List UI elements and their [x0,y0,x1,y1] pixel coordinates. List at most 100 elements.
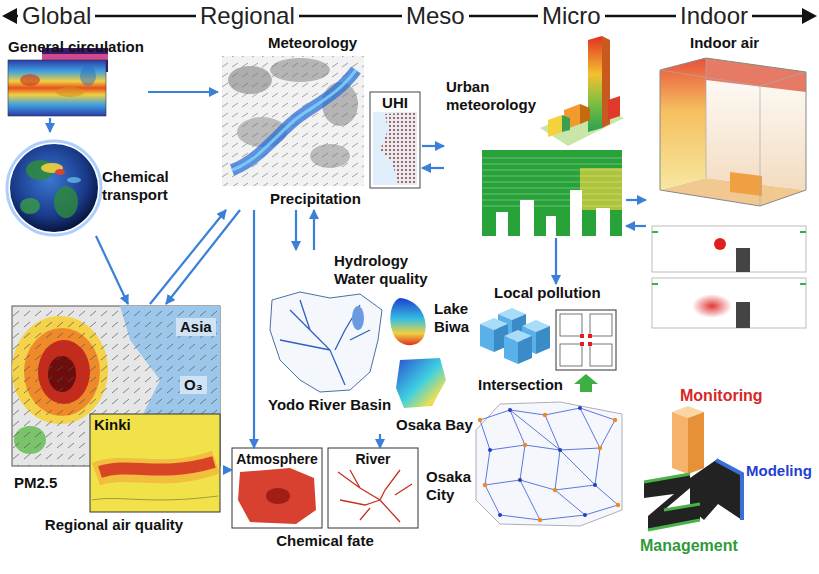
flow-arrow [626,199,646,201]
indoor-room [660,58,806,206]
basin-map [270,292,382,392]
indoor-dispersion [652,232,806,284]
intersection-plan [588,334,592,338]
meteorology-map [222,56,364,186]
indoor-room [660,58,806,206]
road-network [523,443,527,447]
road-network [508,408,512,412]
intersection-plan [560,344,582,366]
flow-arrow [422,167,444,169]
urban-flow-field [570,190,582,236]
scale-label: Global [18,1,95,30]
road-network [476,402,622,526]
scale-axis [802,8,817,24]
panel-title: Lake Biwa [434,300,478,336]
intersection-plan [580,342,584,346]
bay-map [396,358,446,408]
panel-title: Hydrology Water quality [334,252,444,288]
meteorology-map [222,56,364,186]
indoor-room [730,172,762,196]
mmm-logo [672,412,688,474]
road-network [480,408,618,520]
city-panel: Osaka City [426,440,624,530]
road-network [498,513,502,517]
intersection-plan [590,314,612,336]
bay-map [396,358,446,408]
flow-arrow [313,210,315,250]
urban-flow-field [546,216,556,236]
panel-title: Local pollution [494,284,601,302]
globe-panel: Chemical transport [6,132,196,236]
road-network [483,483,487,487]
mmm-logo [688,412,704,474]
urban-flow-field [482,150,622,236]
river-map [338,470,412,522]
map-label: Asia [176,318,216,336]
panel-title: Osaka City [426,468,478,504]
mmm-logo [716,460,742,520]
intersection-plan [580,334,584,338]
scale-axis [2,8,17,24]
intersection-plan [556,310,616,370]
road-network [598,446,602,450]
panel-title: Osaka Bay [396,416,473,434]
indoor-dispersion [714,238,726,250]
scale-label: Regional [196,1,299,30]
urban-buildings [608,96,620,120]
uhi-map [370,92,420,188]
indoor-room [660,58,806,206]
road-network [583,513,587,517]
urban-flow-field [520,200,534,236]
scale-label: Meso [402,1,469,30]
logo-label: Modeling [746,462,812,480]
indoor-room [660,58,706,190]
inset-map: Kinki [90,414,220,512]
mmm-logo [644,406,742,530]
indoor-room [706,58,806,92]
flow-arrow [379,434,381,448]
hydrology-panel: Hydrology Water qualityYodo River BasinL… [264,250,484,434]
panel-title: Urban meteorology [446,78,546,114]
globe [7,141,101,235]
meteorology-map [270,58,330,82]
flow-arrow [422,145,444,147]
urban-panel: Urban meteorology [444,34,626,238]
atmosphere-map [266,488,290,504]
local-panel: Local pollutionIntersection [470,284,624,398]
street-blocks [518,336,532,364]
road-network [543,413,547,417]
panel-title: Regional air quality [6,516,222,534]
indoor-panel: Indoor air [646,34,812,330]
kinki-map [96,462,216,474]
meteorology-map [228,66,272,94]
globe [55,169,65,175]
kinki-map [90,414,220,512]
intersection-plan [574,374,598,392]
meteorology-map [222,56,364,186]
urban-flow-field [596,208,610,236]
urban-buildings [548,115,562,137]
uhi-map [380,112,416,184]
intersection-plan [590,344,612,366]
map-box: River [328,448,420,528]
map-label: PM2.5 [14,474,57,492]
panel-title: River [328,450,418,468]
flow-arrow [295,210,297,250]
panel-title: Indoor air [690,34,759,52]
globe [54,186,78,218]
road-network [478,413,620,522]
intersection-plan [588,342,592,346]
indoor-dispersion [652,226,806,272]
urban-buildings [540,36,624,146]
meteorology-map [310,144,350,168]
scale-label: Micro [538,1,605,30]
road-network [578,406,582,410]
urban-flow-field [580,168,622,210]
flow-arrow [555,238,557,284]
kinki-map [90,414,220,512]
street-blocks [480,324,494,352]
street-blocks [504,336,518,364]
panel-title: Meteorology [268,34,357,52]
